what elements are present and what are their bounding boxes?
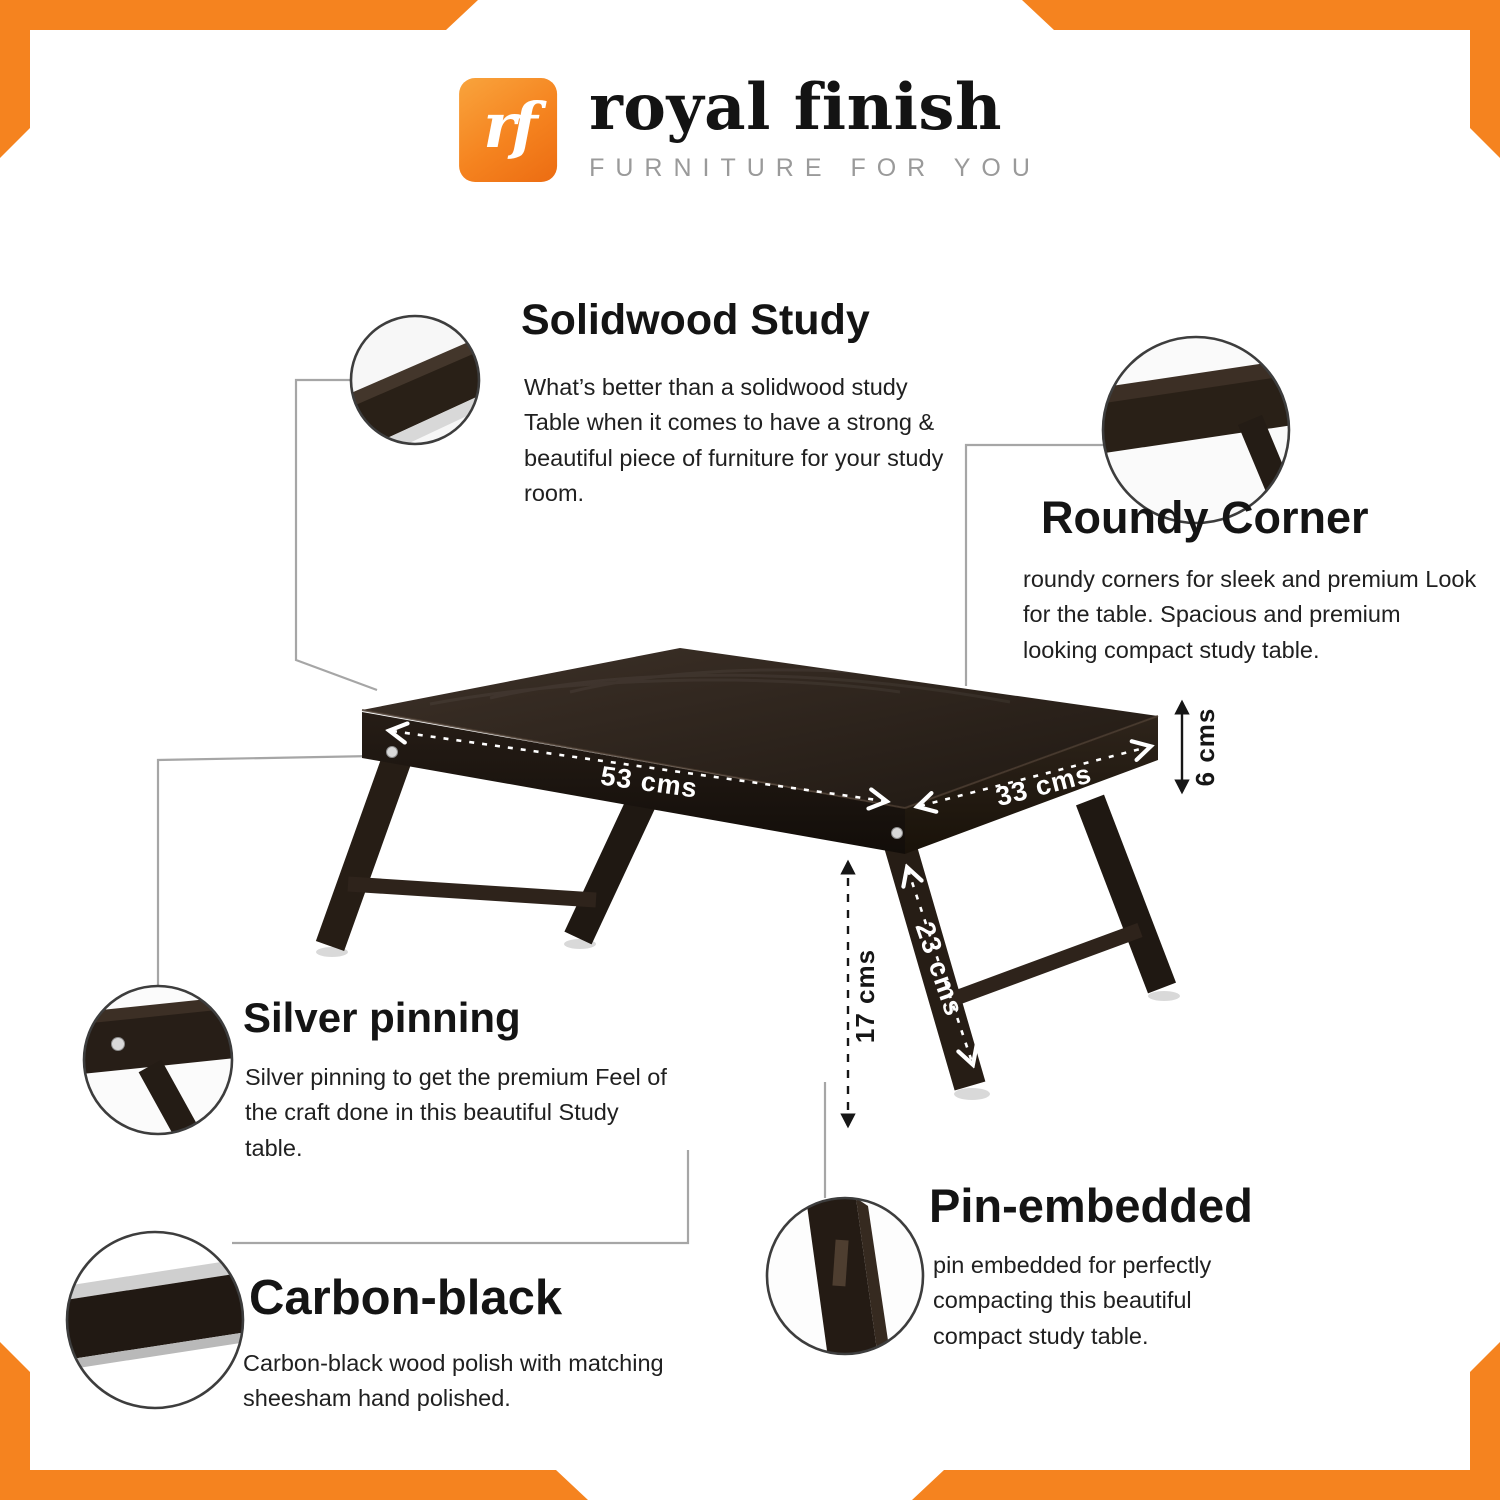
callout-title-pin: Pin-embedded (929, 1179, 1253, 1232)
connector-solidwood (294, 378, 378, 692)
detail-circle-pin (765, 1196, 925, 1356)
detail-circle-ring (1101, 335, 1291, 525)
table-top-grain (429, 668, 1091, 706)
connector-carbon (232, 1150, 690, 1245)
table-foot-shadows (316, 939, 1180, 1100)
leg-left-front (315, 750, 413, 952)
leg-right-rear (1075, 794, 1177, 994)
detail-circle-carbon (65, 1230, 245, 1410)
callout-body-carbon: Carbon-black wood polish with matching s… (243, 1350, 664, 1412)
callout-body-silver: Silver pinning to get the premium Feel o… (245, 1064, 667, 1161)
dim-arrow-length (392, 731, 884, 801)
connector-roundy (964, 443, 1103, 686)
connector-silver (156, 754, 375, 986)
callout-title-solidwood: Solidwood Study (521, 296, 870, 344)
brand-tagline: FURNITURE FOR YOU (589, 154, 1041, 182)
brand-logo: rf royal finish FURNITURE FOR YOU (459, 76, 1041, 183)
dim-arrow-depth (920, 747, 1148, 806)
silver-pin-left (386, 746, 398, 758)
stretcher-right (942, 922, 1143, 1010)
detail-circle-silver (82, 984, 234, 1136)
brand-name: royal finish (589, 70, 1002, 145)
detail-circle-ring (349, 314, 481, 446)
brand-logo-icon: rf (459, 77, 558, 182)
detail-crop-pin (806, 1198, 890, 1354)
dim-label-leg: 23 cms (909, 918, 969, 1020)
callout-body-roundy: roundy corners for sleek and premium Loo… (1023, 566, 1477, 663)
leg-left-rear (564, 781, 662, 945)
brand-logo-monogram: rf (483, 89, 537, 162)
detail-circle-ring (82, 984, 234, 1136)
detail-circle-solidwood (349, 314, 481, 446)
callout-title-silver: Silver pinning (243, 994, 521, 1041)
dim-label-thickness: 6 cms (1190, 708, 1220, 787)
callout-body-pin: pin embedded for perfectly compacting th… (933, 1252, 1212, 1349)
connector-lines (156, 378, 1103, 1245)
silver-pin-right (891, 827, 903, 839)
detail-circle-ring (765, 1196, 925, 1356)
callout-title-roundy: Roundy Corner (1041, 492, 1369, 543)
callout-title-carbon: Carbon-black (249, 1271, 563, 1325)
brand-logo-text: royal finish FURNITURE FOR YOU (589, 76, 1041, 183)
dim-label-height: 17 cms (850, 949, 880, 1043)
callout-body-solidwood: What’s better than a solidwood study Tab… (524, 374, 944, 506)
stretcher-left (347, 876, 597, 908)
